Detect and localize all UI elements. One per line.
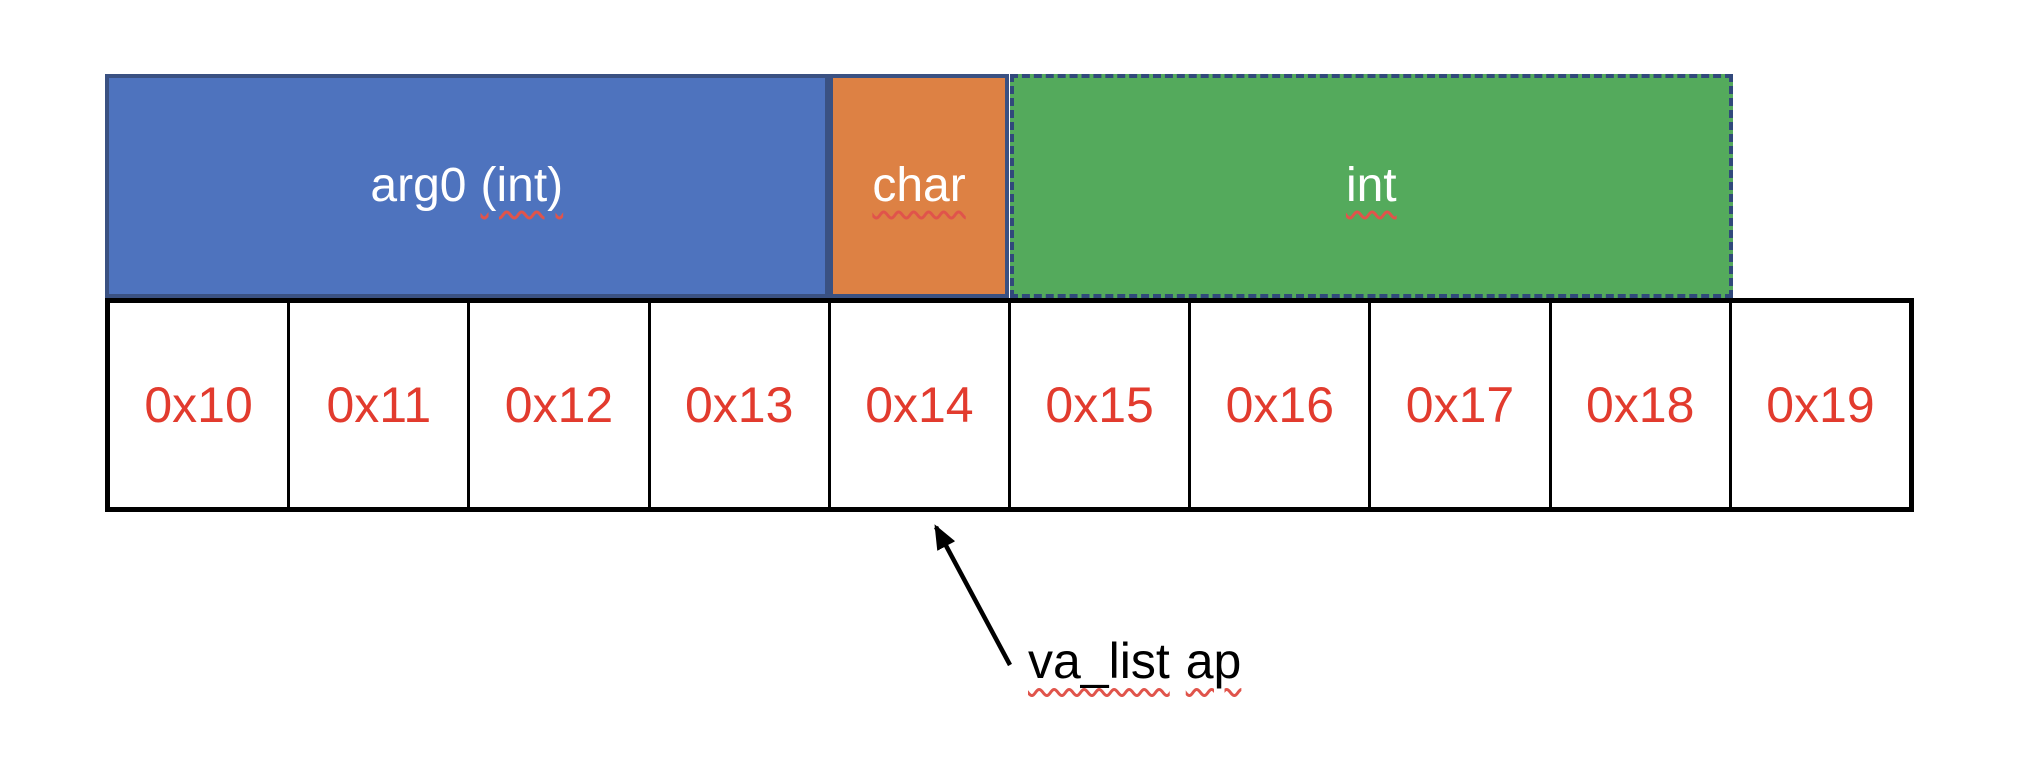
cell-address: 0x18 bbox=[1586, 377, 1695, 433]
arg0-block-label: arg0 (int) bbox=[370, 158, 564, 213]
int-block-label: int bbox=[1345, 158, 1397, 213]
memory-cell-0x16: 0x16 bbox=[1191, 303, 1372, 507]
memory-cell-0x10: 0x10 bbox=[110, 303, 291, 507]
char-block: char bbox=[828, 74, 1010, 298]
cell-address: 0x16 bbox=[1225, 377, 1335, 433]
memory-cell-0x15: 0x15 bbox=[1011, 303, 1192, 507]
int-block: int bbox=[1009, 74, 1734, 298]
cell-address: 0x19 bbox=[1766, 377, 1875, 433]
va-list-pointer-arrow bbox=[934, 524, 1012, 667]
memory-cell-0x11: 0x11 bbox=[290, 303, 471, 507]
arg0-label-text: arg0 bbox=[370, 158, 467, 212]
va-list-word: va_list bbox=[1028, 633, 1170, 689]
memory-cell-0x17: 0x17 bbox=[1371, 303, 1552, 507]
memory-cell-0x13: 0x13 bbox=[650, 303, 831, 507]
char-block-label: char bbox=[872, 158, 966, 213]
type-blocks-row: arg0 (int) char int bbox=[105, 74, 1914, 298]
cell-address: 0x15 bbox=[1045, 377, 1154, 433]
memory-cells-row: 0x10 0x11 0x12 0x13 0x14 0x15 0x16 0x17 … bbox=[105, 298, 1914, 512]
ap-word: ap bbox=[1185, 633, 1242, 689]
memory-cell-0x12: 0x12 bbox=[470, 303, 651, 507]
cell-address: 0x13 bbox=[684, 377, 794, 433]
cell-address: 0x17 bbox=[1405, 377, 1515, 433]
arg0-int-block: arg0 (int) bbox=[105, 74, 829, 298]
va-list-ap-label: va_list ap bbox=[1028, 632, 1241, 690]
cell-address: 0x12 bbox=[504, 377, 614, 433]
cell-address: 0x14 bbox=[865, 377, 974, 433]
memory-cell-0x18: 0x18 bbox=[1551, 303, 1732, 507]
memory-cell-0x19: 0x19 bbox=[1731, 303, 1910, 507]
char-label-text: char bbox=[872, 158, 966, 212]
arg0-type-text: (int) bbox=[480, 158, 564, 212]
cell-address: 0x11 bbox=[326, 377, 432, 433]
memory-cell-0x14: 0x14 bbox=[830, 303, 1012, 507]
cell-address: 0x10 bbox=[144, 377, 253, 433]
int-label-text: int bbox=[1345, 158, 1397, 212]
